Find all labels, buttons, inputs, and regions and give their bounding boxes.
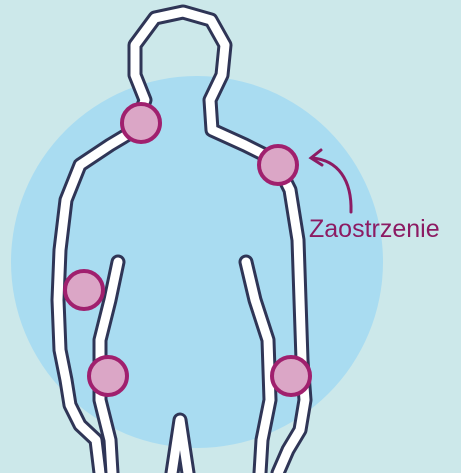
right-wrist-joint-icon — [272, 357, 310, 395]
right-shoulder-joint-icon — [259, 146, 297, 184]
left-wrist-joint-icon — [89, 357, 127, 395]
left-elbow-joint-icon — [65, 271, 103, 309]
left-shoulder-joint-icon — [122, 104, 160, 142]
exacerbation-label: Zaostrzenie — [309, 214, 440, 244]
